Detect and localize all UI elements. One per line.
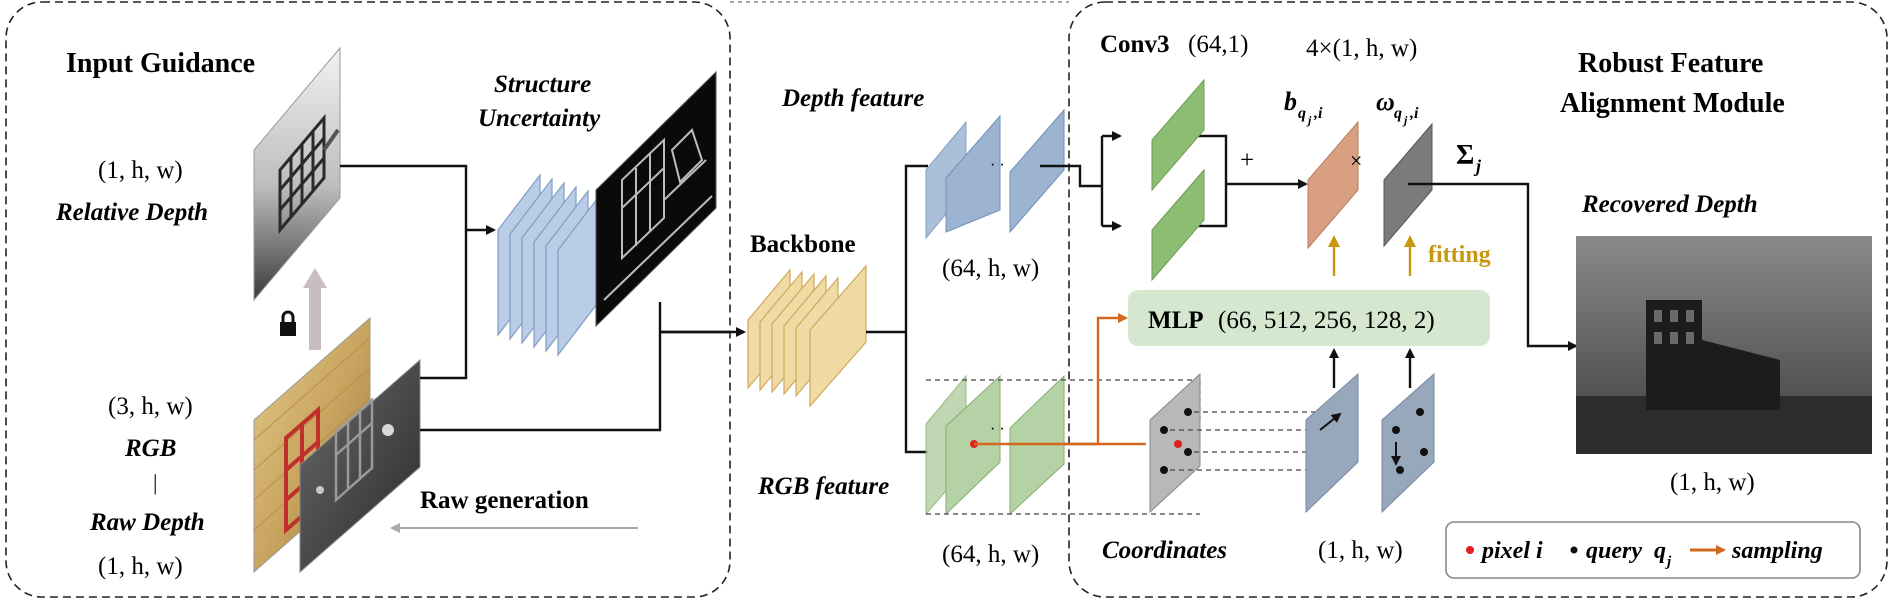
conv3-connectors bbox=[1040, 131, 1308, 231]
raw-generation-label: Raw generation bbox=[420, 487, 589, 514]
rgb-feature-label: RGB feature bbox=[757, 473, 889, 500]
depth-feature-shape: (64, h, w) bbox=[942, 255, 1039, 282]
conv3-label: Conv3 bbox=[1100, 31, 1169, 58]
input-guidance-panel bbox=[5, 1, 731, 598]
query-map-2 bbox=[1381, 372, 1435, 514]
structure-label: Structure bbox=[494, 71, 591, 98]
uncertainty-encoder-stack bbox=[497, 173, 601, 357]
backbone-label: Backbone bbox=[750, 231, 856, 258]
coordinates-grid bbox=[1149, 372, 1201, 514]
conv3-blocks bbox=[1151, 78, 1205, 282]
recovered-depth-image bbox=[1576, 236, 1872, 454]
weights-shape: 4×(1, h, w) bbox=[1306, 35, 1417, 62]
svg-text:,i: ,i bbox=[1409, 105, 1419, 122]
mlp-params: (66, 512, 256, 128, 2) bbox=[1218, 307, 1435, 334]
recovered-depth-label: Recovered Depth bbox=[1581, 191, 1758, 218]
query-map-1 bbox=[1305, 372, 1359, 514]
b-offset-block bbox=[1307, 120, 1359, 250]
relative-depth-label: Relative Depth bbox=[55, 199, 208, 226]
rfam-title-line1: Robust Feature bbox=[1578, 48, 1763, 79]
plus-sign: + bbox=[1240, 147, 1254, 174]
legend-sampling-label: sampling bbox=[1731, 538, 1823, 564]
conv3-params: (64,1) bbox=[1188, 31, 1248, 58]
rgb-shape: (3, h, w) bbox=[108, 393, 193, 420]
svg-text:j: j bbox=[1306, 113, 1312, 127]
raw-depth-shape: (1, h, w) bbox=[98, 553, 183, 580]
alignment-module-panel bbox=[1068, 1, 1888, 598]
legend-query-label: query bbox=[1586, 538, 1642, 564]
lock-icon bbox=[280, 310, 296, 336]
recovered-shape: (1, h, w) bbox=[1670, 469, 1755, 496]
sum-symbol: Σ j bbox=[1456, 140, 1482, 176]
uncertainty-map bbox=[595, 70, 717, 328]
svg-text:q: q bbox=[1298, 105, 1306, 122]
legend-box: pixel i query q j sampling bbox=[1445, 521, 1861, 579]
relative-depth-shape: (1, h, w) bbox=[98, 157, 183, 184]
coord-shape: (1, h, w) bbox=[1318, 537, 1403, 564]
legend-query-sub: j bbox=[1665, 554, 1672, 570]
depth-feature-dots: · · bbox=[990, 157, 1005, 174]
legend-pixel-label: pixel i bbox=[1480, 538, 1543, 564]
backbone-stack bbox=[747, 264, 867, 408]
backbone-split-connector bbox=[904, 164, 928, 454]
rgb-feature-dots: · · bbox=[990, 421, 1005, 438]
omega-symbol: ω q j ,i bbox=[1376, 87, 1419, 127]
relative-depth-image bbox=[253, 46, 341, 302]
svg-text:b: b bbox=[1284, 87, 1297, 116]
svg-text:,i: ,i bbox=[1313, 105, 1323, 122]
to-recovered-arrow bbox=[1408, 182, 1578, 351]
depth-feature-label: Depth feature bbox=[781, 85, 924, 112]
depth-feature-maps bbox=[925, 108, 1065, 240]
svg-text:j: j bbox=[1473, 156, 1482, 176]
coordinates-label: Coordinates bbox=[1102, 537, 1227, 564]
svg-text:j: j bbox=[1402, 113, 1408, 127]
rgb-feature-shape: (64, h, w) bbox=[942, 541, 1039, 568]
svg-text:ω: ω bbox=[1376, 87, 1395, 116]
legend-pixel-marker bbox=[1466, 546, 1474, 554]
times-sign: × bbox=[1350, 148, 1362, 173]
legend-query-marker bbox=[1570, 546, 1578, 554]
rgb-to-mlp-arrow bbox=[1064, 313, 1128, 446]
mlp-label: MLP bbox=[1148, 307, 1204, 334]
frozen-up-arrow bbox=[303, 268, 327, 350]
rgb-image bbox=[253, 316, 371, 574]
svg-text:Σ: Σ bbox=[1456, 140, 1474, 171]
input-guidance-title: Input Guidance bbox=[66, 48, 255, 79]
raw-depth-image bbox=[299, 358, 421, 574]
fitting-label: fitting bbox=[1428, 242, 1491, 268]
coord-query-dashes bbox=[1170, 411, 1318, 471]
uncertainty-label: Uncertainty bbox=[478, 105, 601, 132]
mlp-box bbox=[1128, 290, 1490, 346]
rfam-title-line2: Alignment Module bbox=[1560, 88, 1785, 119]
b-symbol: b q j ,i bbox=[1284, 87, 1323, 127]
raw-depth-label: Raw Depth bbox=[89, 509, 205, 536]
rgb-raw-separator: | bbox=[153, 470, 157, 495]
legend-query-q: q bbox=[1654, 538, 1666, 564]
rgb-label: RGB bbox=[124, 435, 176, 462]
svg-text:q: q bbox=[1394, 105, 1402, 122]
